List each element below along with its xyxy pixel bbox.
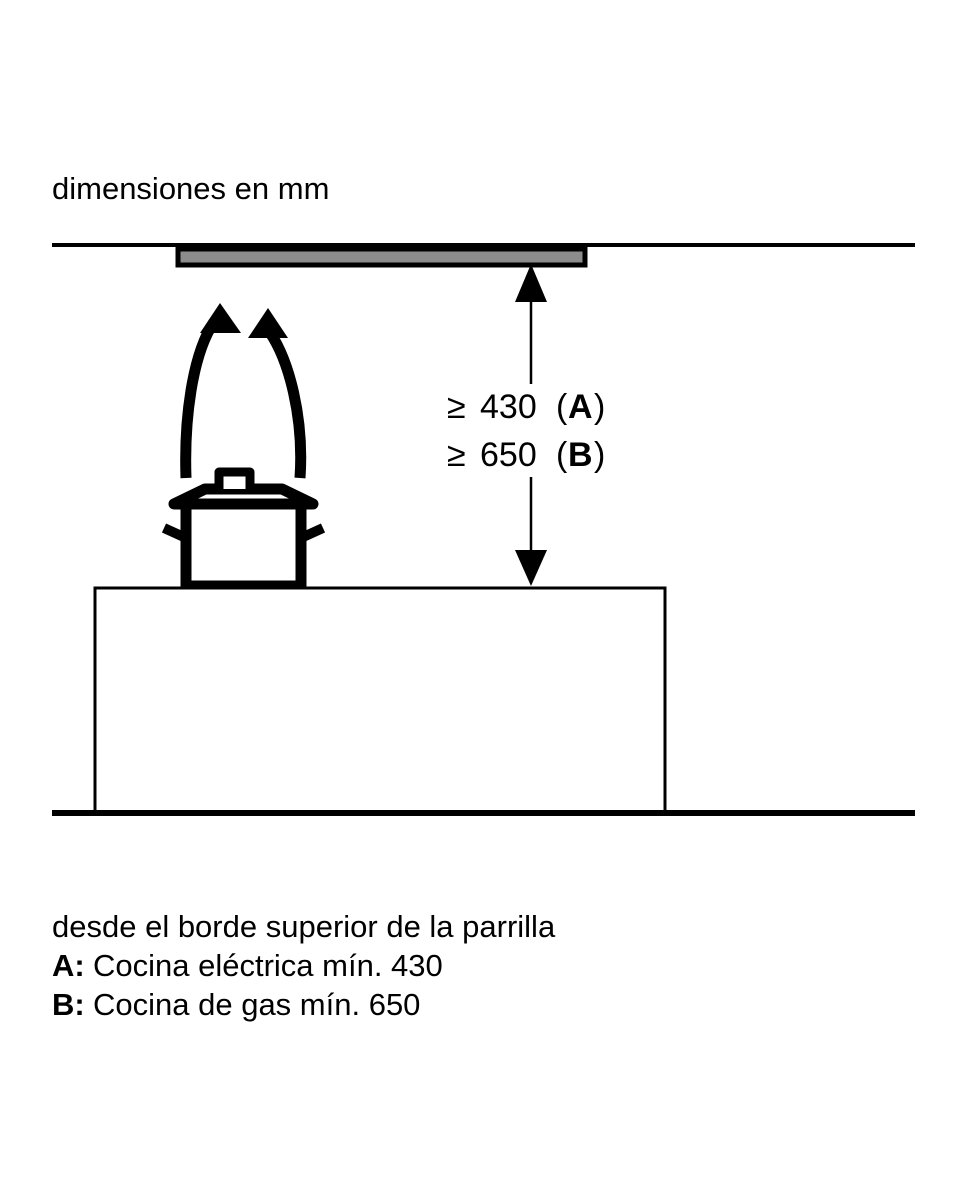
dimension-b-operator: ≥ bbox=[447, 436, 466, 474]
vertical-dimension-arrow bbox=[515, 264, 547, 586]
legend-item-b-key: B: bbox=[52, 987, 85, 1022]
dimension-label-b: ≥ 650 ( B ) bbox=[447, 436, 605, 474]
dimension-b-paren-open: ( bbox=[556, 436, 568, 474]
extractor-hood bbox=[175, 246, 588, 268]
legend-block: desde el borde superior de la parrilla A… bbox=[52, 909, 556, 1022]
dimension-a-value: 430 bbox=[480, 388, 537, 426]
legend-item-a-text: Cocina eléctrica mín. 430 bbox=[93, 948, 443, 983]
page-title: dimensiones en mm bbox=[52, 171, 329, 206]
steam-curve-right bbox=[261, 323, 307, 479]
legend-item-b-text: Cocina de gas mín. 650 bbox=[93, 987, 420, 1022]
countertop-block bbox=[93, 586, 667, 815]
pot-body bbox=[180, 501, 307, 592]
steam-curve-left bbox=[180, 318, 219, 479]
dimension-a-paren-close: ) bbox=[594, 388, 605, 426]
dimension-b-ref: B bbox=[568, 436, 593, 474]
dimension-arrowhead-down bbox=[515, 550, 547, 586]
dimension-label-a: ≥ 430 ( A ) bbox=[447, 388, 605, 426]
dimension-b-value: 650 bbox=[480, 436, 537, 474]
dimension-a-paren-open: ( bbox=[556, 388, 568, 426]
steam-arrowhead-left bbox=[200, 303, 241, 333]
pot-lid-knob bbox=[214, 467, 255, 489]
hood-body bbox=[175, 246, 588, 268]
steam-arrowhead-right bbox=[248, 308, 288, 338]
steam-arrows bbox=[180, 303, 307, 479]
legend-intro: desde el borde superior de la parrilla bbox=[52, 909, 556, 944]
dimension-a-operator: ≥ bbox=[447, 388, 466, 426]
cooking-pot bbox=[161, 467, 326, 592]
dimension-b-paren-close: ) bbox=[594, 436, 605, 474]
pot-lid bbox=[168, 483, 319, 510]
legend-item-a-key: A: bbox=[52, 948, 85, 983]
dimension-arrowhead-up bbox=[515, 264, 547, 302]
dimension-a-ref: A bbox=[568, 388, 593, 426]
